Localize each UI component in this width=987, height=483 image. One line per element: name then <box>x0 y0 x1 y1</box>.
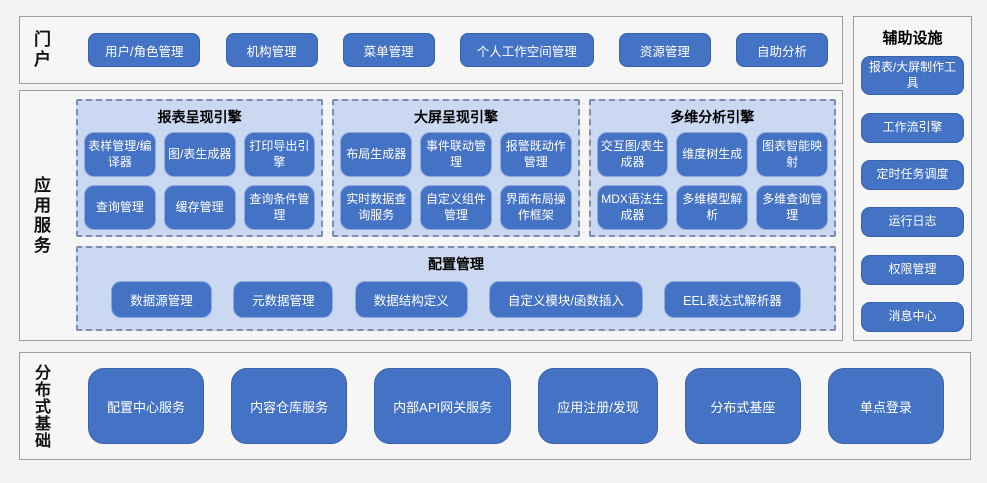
config-module-button[interactable]: 数据结构定义 <box>354 281 468 318</box>
foundation-button[interactable]: 分布式基座 <box>684 368 801 444</box>
portal-button[interactable]: 机构管理 <box>225 33 318 67</box>
app-services-section-label: 应用服务 <box>31 175 50 256</box>
config-button-list: 数据源管理 元数据管理 数据结构定义 自定义模块/函数插入 EEL表达式解析器 <box>84 279 828 324</box>
config-management-title: 配置管理 <box>428 256 484 272</box>
report-engine-title: 报表呈现引擎 <box>157 109 242 125</box>
foundation-button-list: 配置中心服务 内容仓库服务 内部API网关服务 应用注册/发现 分布式基座 单点… <box>88 368 944 444</box>
engine-module-button[interactable]: 交互图/表生成器 <box>596 132 669 177</box>
engine-module-button[interactable]: 打印导出引擎 <box>243 132 316 177</box>
engine-module-button[interactable]: 图/表生成器 <box>163 132 236 177</box>
report-engine-button-list: 表样管理/编译器 图/表生成器 打印导出引擎 查询管理 缓存管理 查询条件管理 <box>84 132 316 230</box>
foundation-button[interactable]: 应用注册/发现 <box>538 368 658 444</box>
portal-section-label: 门户 <box>31 30 50 70</box>
foundation-section-label: 分布式基础 <box>32 363 49 449</box>
foundation-button[interactable]: 内部API网关服务 <box>374 368 512 444</box>
auxiliary-section-title: 辅助设施 <box>882 30 943 47</box>
auxiliary-button[interactable]: 运行日志 <box>861 207 964 238</box>
engine-module-button[interactable]: 查询管理 <box>84 185 156 230</box>
config-management-group: 配置管理 数据源管理 元数据管理 数据结构定义 自定义模块/函数插入 EEL表达… <box>76 246 836 331</box>
portal-button-list: 用户/角色管理 机构管理 菜单管理 个人工作空间管理 资源管理 自助分析 <box>88 33 828 67</box>
auxiliary-button[interactable]: 消息中心 <box>861 301 964 332</box>
config-module-button[interactable]: 数据源管理 <box>111 281 212 318</box>
portal-button[interactable]: 资源管理 <box>618 33 711 67</box>
engine-module-button[interactable]: 多维模型解析 <box>676 185 749 230</box>
portal-button[interactable]: 用户/角色管理 <box>88 33 201 67</box>
portal-button[interactable]: 个人工作空间管理 <box>459 33 594 67</box>
engines-row: 报表呈现引擎 表样管理/编译器 图/表生成器 打印导出引擎 查询管理 缓存管理 … <box>76 99 836 237</box>
config-module-button[interactable]: 元数据管理 <box>232 281 334 318</box>
engine-module-button[interactable]: 维度树生成 <box>676 132 749 177</box>
olap-engine-button-list: 交互图/表生成器 维度树生成 图表智能映射 MDX语法生成器 多维模型解析 多维… <box>596 132 828 230</box>
engine-module-button[interactable]: 缓存管理 <box>163 185 236 230</box>
engine-module-button[interactable]: 实时数据查询服务 <box>340 185 413 230</box>
app-services-section: 应用服务 报表呈现引擎 表样管理/编译器 图/表生成器 打印导出引擎 查询管理 … <box>19 90 843 341</box>
engine-module-button[interactable]: 多维查询管理 <box>756 185 828 230</box>
engine-module-button[interactable]: 界面布局操作框架 <box>499 185 572 230</box>
portal-button[interactable]: 自助分析 <box>735 33 828 67</box>
foundation-button[interactable]: 内容仓库服务 <box>231 368 348 444</box>
auxiliary-section: 辅助设施 报表/大屏制作工具 工作流引擎 定时任务调度 运行日志 权限管理 消息… <box>853 16 972 341</box>
auxiliary-button-list: 报表/大屏制作工具 工作流引擎 定时任务调度 运行日志 权限管理 消息中心 <box>861 56 964 332</box>
olap-engine-title: 多维分析引擎 <box>670 109 755 125</box>
engine-module-button[interactable]: 事件联动管理 <box>420 132 492 177</box>
report-engine-group: 报表呈现引擎 表样管理/编译器 图/表生成器 打印导出引擎 查询管理 缓存管理 … <box>76 99 324 237</box>
portal-button[interactable]: 菜单管理 <box>342 33 435 67</box>
auxiliary-button[interactable]: 权限管理 <box>861 254 964 285</box>
engine-module-button[interactable]: 表样管理/编译器 <box>84 132 156 177</box>
portal-section: 门户 用户/角色管理 机构管理 菜单管理 个人工作空间管理 资源管理 自助分析 <box>19 16 843 84</box>
auxiliary-button[interactable]: 工作流引擎 <box>861 112 964 143</box>
engine-module-button[interactable]: 报警既动作管理 <box>499 132 572 177</box>
config-module-button[interactable]: 自定义模块/函数插入 <box>488 281 643 318</box>
auxiliary-button[interactable]: 定时任务调度 <box>861 159 964 190</box>
engine-module-button[interactable]: MDX语法生成器 <box>596 185 669 230</box>
bigscreen-engine-group: 大屏呈现引擎 布局生成器 事件联动管理 报警既动作管理 实时数据查询服务 自定义… <box>332 99 580 237</box>
config-module-button[interactable]: EEL表达式解析器 <box>664 281 801 318</box>
auxiliary-button[interactable]: 报表/大屏制作工具 <box>861 56 964 96</box>
engine-module-button[interactable]: 查询条件管理 <box>243 185 316 230</box>
foundation-section: 分布式基础 配置中心服务 内容仓库服务 内部API网关服务 应用注册/发现 分布… <box>19 352 971 460</box>
engine-module-button[interactable]: 图表智能映射 <box>756 132 828 177</box>
app-services-content: 报表呈现引擎 表样管理/编译器 图/表生成器 打印导出引擎 查询管理 缓存管理 … <box>76 99 836 332</box>
bigscreen-engine-button-list: 布局生成器 事件联动管理 报警既动作管理 实时数据查询服务 自定义组件管理 界面… <box>340 132 572 230</box>
olap-engine-group: 多维分析引擎 交互图/表生成器 维度树生成 图表智能映射 MDX语法生成器 多维… <box>588 99 836 237</box>
foundation-button[interactable]: 单点登录 <box>827 368 944 444</box>
foundation-button[interactable]: 配置中心服务 <box>88 368 205 444</box>
bigscreen-engine-title: 大屏呈现引擎 <box>413 109 498 125</box>
engine-module-button[interactable]: 布局生成器 <box>340 132 413 177</box>
engine-module-button[interactable]: 自定义组件管理 <box>420 185 492 230</box>
